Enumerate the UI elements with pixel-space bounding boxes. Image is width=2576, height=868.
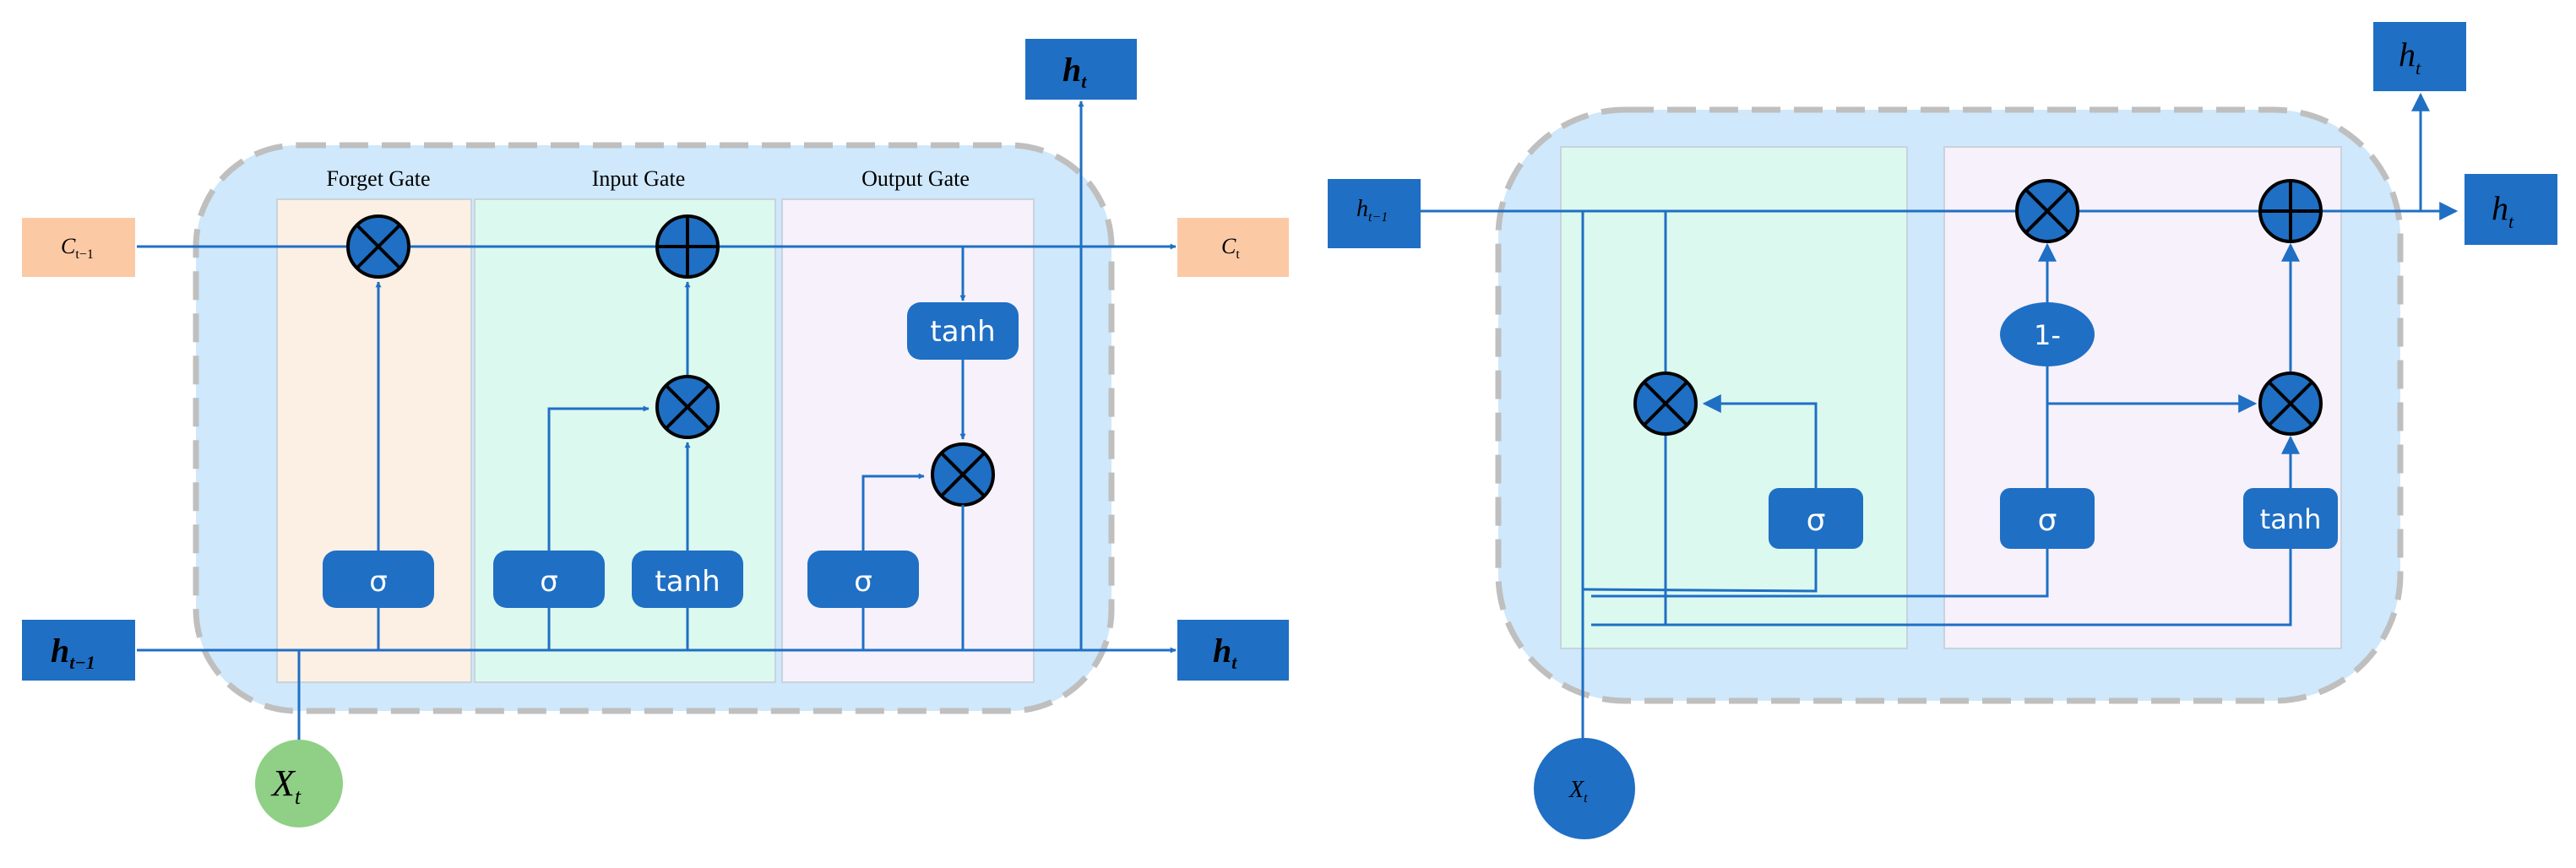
output-gate-panel — [781, 198, 1035, 683]
gru-cell: σ σ 1- tanh ht−1 ht — [1328, 22, 2557, 839]
svg-text:ht: ht — [1213, 632, 1237, 673]
c-next-label: C — [1221, 234, 1236, 258]
svg-text:ht: ht — [1062, 51, 1087, 92]
gru-add-icon — [2258, 179, 2323, 243]
h-out-box: ht — [1177, 620, 1289, 681]
gru-update-multiply-icon — [2015, 179, 2079, 243]
input-gate-panel — [474, 198, 776, 683]
gru-update-feed — [1591, 549, 2049, 598]
h-out-label: h — [1213, 632, 1231, 670]
gru-candidate-multiply-icon — [2258, 372, 2323, 436]
gru-x-subscript: t — [1584, 791, 1588, 806]
gru-h-out-box: ht — [2465, 174, 2557, 245]
reset-gate-panel — [1560, 146, 1908, 649]
gru-h-prev-subscript: t−1 — [1368, 210, 1388, 225]
h-top-subscript: t — [1081, 71, 1087, 92]
input-sigma-label: σ — [540, 565, 558, 599]
svg-text:ht: ht — [2492, 189, 2514, 232]
svg-text:ht−1: ht−1 — [1356, 196, 1388, 225]
input-tanh-label: tanh — [655, 565, 720, 599]
cell-add-icon — [655, 214, 720, 279]
gru-h-top-subscript: t — [2416, 57, 2421, 79]
forget-multiply-icon — [346, 214, 410, 279]
gru-h-prev-label: h — [1356, 196, 1368, 222]
gru-reset-sigma-label: σ — [1807, 503, 1826, 538]
gru-reset-multiply-icon — [1633, 372, 1698, 436]
forget-gate-title: Forget Gate — [327, 166, 431, 191]
x-label: X — [270, 762, 296, 804]
gru-reset-sigma-box: σ — [1769, 488, 1863, 549]
h-prev-box: ht−1 — [22, 620, 135, 681]
input-gate-title: Input Gate — [592, 166, 685, 191]
lstm-cell: Forget Gate Input Gate Output Gate σ σ — [22, 39, 1289, 827]
output-tanh-label: tanh — [930, 315, 995, 349]
h-top-box: ht — [1025, 39, 1137, 100]
output-sigma-label: σ — [854, 565, 872, 599]
output-multiply-icon — [931, 442, 995, 507]
gru-h-top-box: ht — [2373, 22, 2466, 91]
gru-x-label: X — [1568, 777, 1584, 803]
output-gate-title: Output Gate — [861, 166, 970, 191]
gru-update-sigma-box: σ — [2000, 488, 2095, 549]
c-next-subscript: t — [1236, 247, 1240, 262]
svg-text:Xt: Xt — [270, 762, 302, 809]
input-sigma-box: σ — [493, 551, 605, 608]
x-subscript: t — [295, 784, 302, 809]
h-prev-subscript: t−1 — [69, 652, 95, 673]
gru-h-out-label: h — [2492, 189, 2508, 227]
svg-text:Ct: Ct — [1221, 234, 1240, 262]
c-prev-label: C — [61, 234, 76, 258]
gru-one-minus-label: 1- — [2034, 319, 2061, 351]
gru-h-top-label: h — [2399, 35, 2416, 73]
c-prev-subscript: t−1 — [75, 247, 93, 262]
gru-reset-return — [1702, 394, 1818, 490]
gru-tanh-label: tanh — [2260, 503, 2322, 535]
c-next-box: Ct — [1177, 218, 1289, 277]
c-prev-box: Ct−1 — [22, 218, 135, 277]
gru-h-prev-box: ht−1 — [1328, 179, 1421, 248]
gru-reset-feed — [1582, 540, 1818, 593]
svg-text:ht−1: ht−1 — [51, 632, 95, 673]
output-sigma-line — [861, 473, 925, 650]
h-prev-label: h — [51, 632, 69, 670]
forget-sigma-label: σ — [369, 565, 388, 599]
input-multiply-icon — [655, 375, 720, 439]
h-top-label: h — [1062, 51, 1081, 89]
svg-text:Xt: Xt — [1568, 777, 1588, 806]
output-sigma-box: σ — [807, 551, 919, 608]
gru-h-out-subscript: t — [2508, 211, 2514, 232]
forget-sigma-box: σ — [323, 551, 434, 608]
gru-one-minus-node: 1- — [2000, 302, 2095, 366]
gru-tanh-feed — [1591, 549, 2292, 627]
gru-update-sigma-label: σ — [2038, 503, 2057, 538]
svg-text:ht: ht — [2399, 35, 2421, 79]
h-out-subscript: t — [1231, 652, 1237, 673]
input-tanh-box: tanh — [632, 551, 743, 608]
output-tanh-box: tanh — [907, 302, 1019, 360]
gru-tanh-box: tanh — [2243, 488, 2338, 549]
x-input-node: Xt — [255, 740, 343, 827]
gru-x-input-node: Xt — [1534, 738, 1635, 839]
svg-text:Ct−1: Ct−1 — [61, 234, 94, 262]
